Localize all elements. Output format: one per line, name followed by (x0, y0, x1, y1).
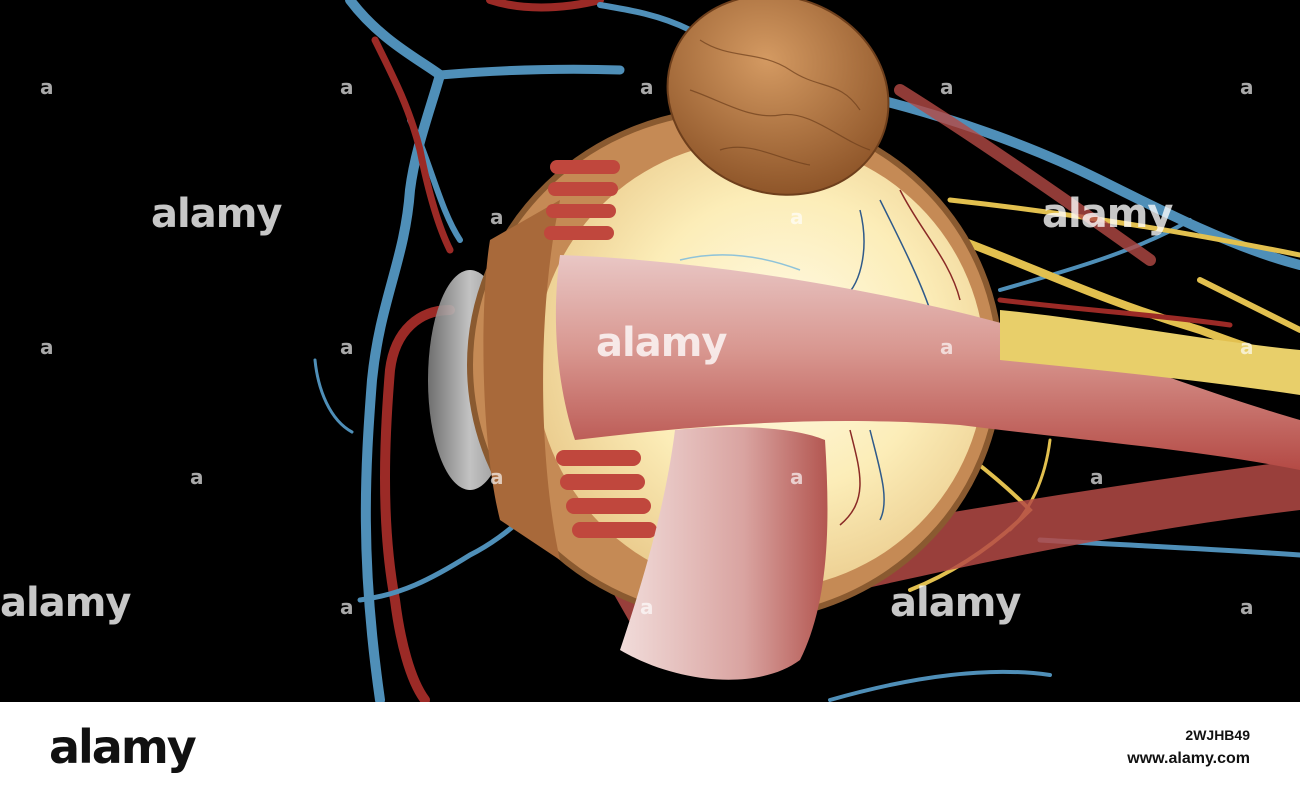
watermark-mark: a (340, 595, 353, 619)
watermark-mark: a (1090, 465, 1103, 489)
image-id-label: 2WJHB49 (1185, 727, 1250, 743)
watermark-mark: a (340, 75, 353, 99)
watermark-logo: alamy (1042, 191, 1173, 237)
watermark-mark: a (340, 335, 353, 359)
lacrimal-gland (666, 0, 890, 196)
vessels-left (313, 0, 693, 702)
watermark-mark: a (40, 335, 53, 359)
stock-footer: alamy 2WJHB49 www.alamy.com (0, 702, 1300, 792)
ciliary-muscle-fibers (544, 160, 657, 538)
inferior-rectus-muscle (620, 427, 828, 680)
watermark-logo: alamy (890, 580, 1021, 626)
watermark-mark: a (40, 75, 53, 99)
watermark-mark: a (490, 205, 503, 229)
watermark-logo: alamy (151, 191, 282, 237)
iris-ciliary-body (483, 200, 560, 560)
watermark-mark: a (190, 465, 203, 489)
watermark-mark: a (640, 595, 653, 619)
watermark-logo: alamy (596, 320, 727, 366)
watermark-mark: a (940, 335, 953, 359)
watermark-mark: a (790, 205, 803, 229)
eye-anatomy-illustration: alamy alamy alamy alamy alamy a a a a a … (0, 0, 1300, 702)
footer-logo: alamy (49, 720, 197, 774)
watermark-mark: a (1240, 595, 1253, 619)
optic-nerve (1000, 310, 1300, 395)
lacrimal-gland-texture (689, 39, 871, 166)
watermark-mark: a (940, 75, 953, 99)
watermark-mark: a (1240, 75, 1253, 99)
watermark-mark: a (790, 465, 803, 489)
watermark-mark: a (490, 465, 503, 489)
eye-anatomy-svg (313, 0, 1300, 702)
site-url-label: www.alamy.com (1127, 750, 1250, 767)
watermark-logo: alamy (0, 580, 131, 626)
watermark-mark: a (1240, 335, 1253, 359)
watermark-mark: a (640, 75, 653, 99)
superior-rectus-muscle (555, 255, 1300, 470)
